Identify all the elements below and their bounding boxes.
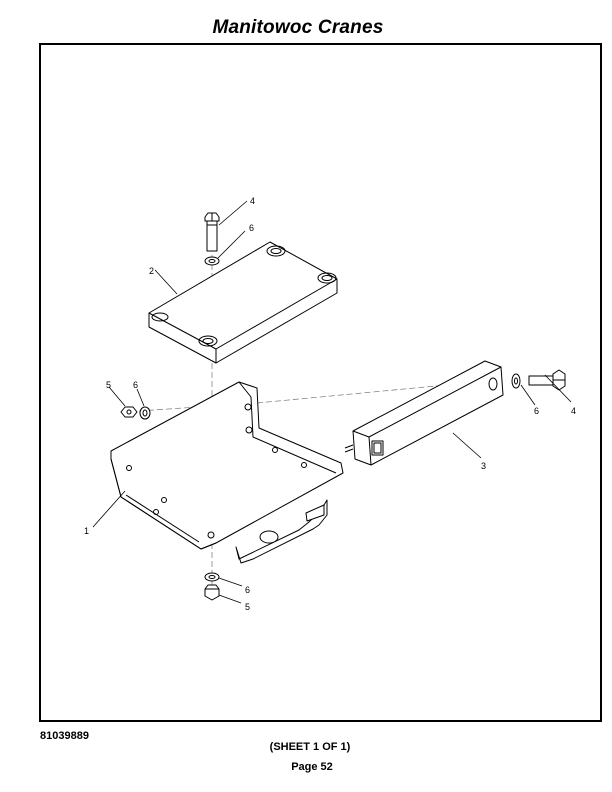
callout-bolt-right: 4 xyxy=(571,406,576,416)
callout-washer-left: 6 xyxy=(133,380,138,390)
document-number: 81039889 xyxy=(40,730,89,742)
exploded-assembly-drawing: 4 6 2 5 6 1 6 4 3 6 5 xyxy=(84,196,576,612)
sheet-indicator: (SHEET 1 OF 1) xyxy=(269,741,351,753)
washer-top xyxy=(204,256,220,266)
block xyxy=(344,360,504,466)
callout-bracket: 1 xyxy=(84,526,89,536)
bolt-top xyxy=(204,212,220,252)
callout-washer-bottom: 6 xyxy=(245,585,250,595)
bracket xyxy=(110,381,344,564)
page-title: Manitowoc Cranes xyxy=(212,17,384,38)
page-number: Page 52 xyxy=(291,761,333,773)
callout-plate: 2 xyxy=(149,266,154,276)
callout-bolt-top: 4 xyxy=(250,196,255,206)
callout-block: 3 xyxy=(481,461,486,471)
callout-washer-right: 6 xyxy=(534,406,539,416)
washer-right xyxy=(511,373,521,389)
washer-bottom xyxy=(204,572,220,582)
drawing-frame: 4 6 2 5 6 1 6 4 3 6 5 xyxy=(39,43,602,722)
callout-washer-top: 6 xyxy=(249,223,254,233)
nut-left xyxy=(120,406,138,418)
washer-left xyxy=(139,406,151,420)
callout-nut-bottom: 5 xyxy=(245,602,250,612)
callout-nut-left: 5 xyxy=(106,380,111,390)
plate xyxy=(148,241,338,364)
leader-lines xyxy=(92,200,572,604)
nut-bottom xyxy=(204,584,220,601)
bolt-right xyxy=(528,369,566,391)
